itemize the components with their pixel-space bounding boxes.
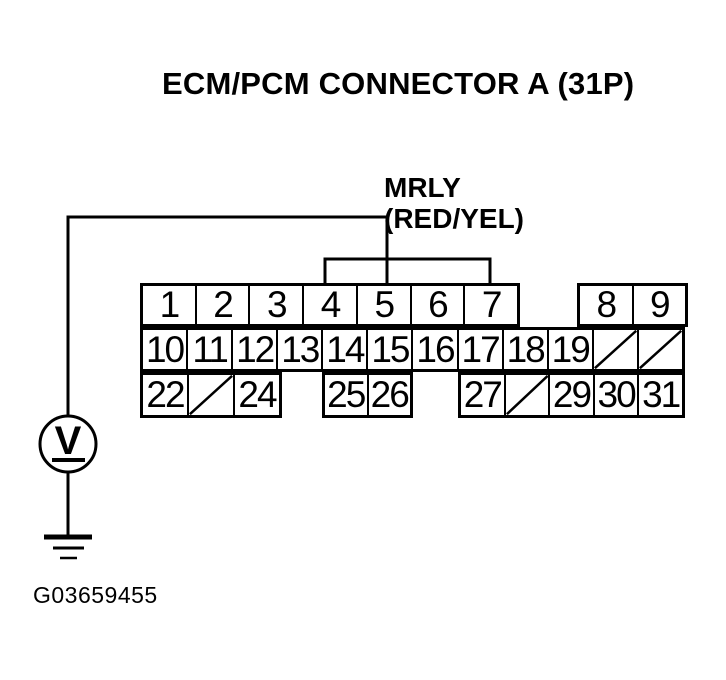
pin-cell-19: 19 (546, 330, 592, 369)
figure-id: G03659455 (33, 582, 158, 608)
pin-cell-6: 6 (409, 286, 464, 324)
pin-cell-10: 10 (145, 330, 185, 369)
pin-cell-9: 9 (631, 286, 686, 324)
pin-cell-29: 29 (548, 375, 593, 415)
blank-pin-cell-28 (503, 375, 549, 415)
pin-cell-11: 11 (186, 330, 231, 369)
pin-cell-5: 5 (355, 286, 410, 324)
crossed-cell-slash-icon (506, 375, 549, 415)
pin-cell-3: 3 (248, 286, 302, 324)
blank-pin-cell-23 (187, 375, 233, 415)
pin-cell-18: 18 (501, 330, 547, 369)
crossed-cell-slash-icon (639, 330, 682, 369)
pin-cell-26: 26 (366, 375, 411, 415)
pin-cell-8: 8 (596, 286, 617, 324)
pin-cell-15: 15 (366, 330, 411, 369)
pin-cell-14: 14 (321, 330, 366, 369)
connector-row2-block: 10 11 12 13 14 15 16 17 18 19 (140, 327, 685, 372)
crossed-cell-slash-icon (189, 375, 233, 415)
wire-color-code: (RED/YEL) (384, 203, 524, 234)
pin-cell-24: 24 (233, 375, 279, 415)
pin-cell-7: 7 (463, 286, 517, 324)
connector-row3-left-block: 22 24 (140, 372, 282, 418)
pin-cell-16: 16 (411, 330, 456, 369)
connector-row3-right-block: 27 29 30 31 (458, 372, 685, 418)
crossed-cell-slash-icon (594, 330, 637, 369)
connector-row3-middle-block: 25 26 (322, 372, 413, 418)
wire-name: MRLY (384, 172, 461, 203)
blank-pin-cell-21 (636, 330, 682, 369)
voltmeter-letter: V (55, 419, 82, 463)
blank-pin-cell-20 (591, 330, 637, 369)
pin-cell-13: 13 (276, 330, 321, 369)
pin-cell-22: 22 (146, 375, 185, 415)
pin-cell-17: 17 (456, 330, 502, 369)
pin-cell-12: 12 (231, 330, 276, 369)
wire-bracket (323, 257, 492, 285)
pin-cell-25: 25 (327, 375, 366, 415)
wire-main (66, 215, 389, 416)
pin-cell-2: 2 (194, 286, 249, 324)
pin-cell-31: 31 (637, 375, 682, 415)
page-title: ECM/PCM CONNECTOR A (31P) (162, 66, 635, 101)
pin-cell-4: 4 (302, 286, 356, 324)
connector-row1-right-block: 8 9 (577, 283, 688, 327)
pin-cell-30: 30 (592, 375, 638, 415)
pin-cell-27: 27 (463, 375, 503, 415)
connector-row1-left-block: 1 2 3 4 5 6 7 (140, 283, 520, 327)
pin-cell-1: 1 (159, 286, 181, 324)
wire-label: MRLY (RED/YEL) (384, 172, 524, 234)
